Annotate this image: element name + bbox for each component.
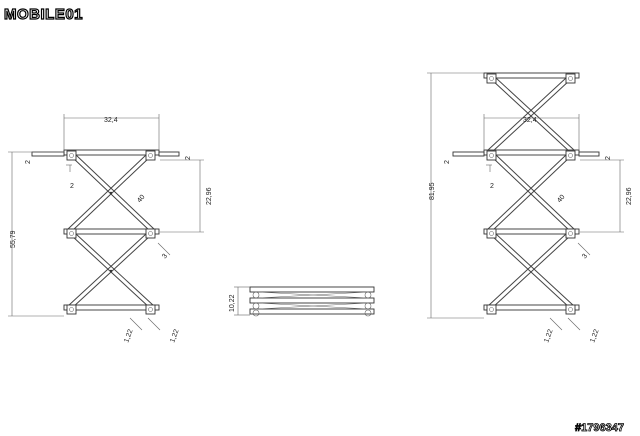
folded-shelf-middle	[249, 297, 375, 304]
folded-shelf-top	[249, 286, 375, 293]
left-middle-shelf	[63, 228, 160, 235]
left-pivot-plate	[145, 304, 156, 315]
dim-leg-offset-right: 2	[444, 160, 451, 164]
dim-segment-height-right: 22,96	[626, 187, 633, 205]
dim-foot-a-right: 1,22	[543, 328, 554, 343]
left-pivot-plate	[145, 150, 156, 161]
right-shelf-3	[483, 228, 580, 235]
left-pivot-plate	[66, 150, 77, 161]
dim-diagonal: 40	[136, 194, 146, 205]
mobile01-logo: MOBILE01	[3, 5, 83, 23]
left-top-tab-right	[158, 151, 180, 157]
dim-width-top-right: 32,4	[523, 117, 537, 124]
right-pivot-plate	[565, 73, 576, 84]
left-pivot-plate	[66, 304, 77, 315]
folded-view: 10,22	[229, 286, 375, 317]
left-pivot-plate	[66, 228, 77, 239]
right-pivot-plate	[565, 304, 576, 315]
folded-shelf-bottom	[249, 308, 375, 315]
right-pivot-plate	[486, 150, 497, 161]
right-tab-left	[452, 151, 485, 157]
dim-segment-height: 22,96	[206, 187, 213, 205]
dim-total-height-left: 55,79	[10, 230, 17, 248]
logo-text: MOBILE01	[4, 6, 83, 23]
right-pivot-plate	[486, 73, 497, 84]
dim-leg-offset: 2	[25, 160, 32, 164]
left-pivot-plate	[145, 228, 156, 239]
dim-folded-height: 10,22	[229, 294, 236, 312]
dim-bracket: 3	[161, 253, 169, 261]
dim-total-height-right: 81,95	[429, 182, 436, 200]
dim-side-offset: 2	[185, 156, 192, 160]
right-view-scissor-lift: 32,4 81,95 2 2 2 22,96 40 3 1,22 1,22	[427, 72, 633, 344]
dim-foot-b-right: 1,22	[589, 328, 600, 343]
right-pivot-plate	[565, 228, 576, 239]
left-top-tab	[31, 151, 65, 157]
dim-side-offset-right: 2	[605, 156, 612, 160]
image-id-watermark: #1796347	[575, 422, 624, 434]
right-pivot-plate	[486, 304, 497, 315]
right-pivot-plate	[565, 150, 576, 161]
right-shelf-4	[483, 304, 580, 311]
dim-width-top: 32,4	[104, 117, 118, 124]
right-tab-right	[578, 151, 600, 157]
left-bottom-shelf	[63, 304, 160, 311]
dim-foot-a: 1,22	[123, 328, 134, 343]
left-top-shelf	[63, 149, 160, 156]
dim-gap-small: 2	[70, 183, 74, 190]
dim-gap-small-right: 2	[490, 183, 494, 190]
right-shelf-2	[483, 149, 580, 156]
right-pivot-plate	[486, 228, 497, 239]
dim-diagonal-right: 40	[556, 194, 566, 205]
right-shelf-1	[483, 72, 580, 79]
dim-bracket-right: 3	[581, 253, 589, 261]
dim-foot-b: 1,22	[169, 328, 180, 343]
left-view-scissor-lift: 32,4 55,79 2 2 2 22,96 40 3 1,22 1,22	[8, 114, 213, 344]
